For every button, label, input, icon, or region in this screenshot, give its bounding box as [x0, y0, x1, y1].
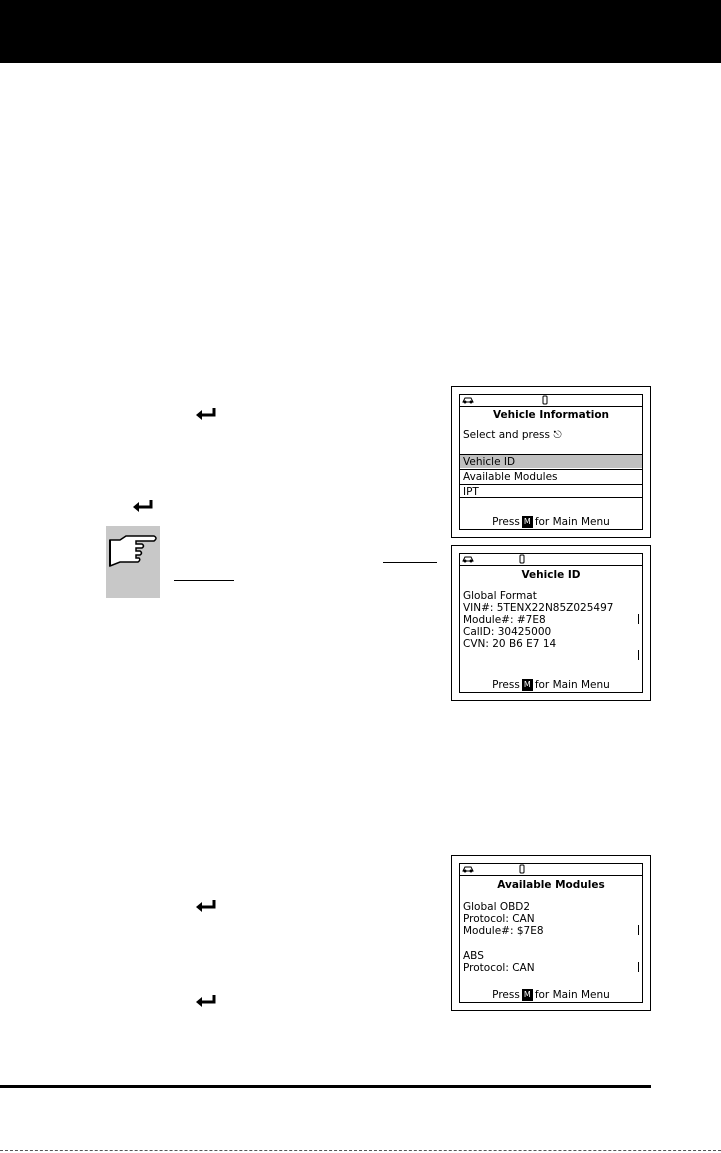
vehicle-icon: [462, 866, 474, 873]
lcd-screen-vehicle-id: Vehicle ID Global Format VIN#: 5TENX22N8…: [451, 545, 651, 701]
pointing-hand-icon: [109, 535, 157, 568]
m-key-icon: M: [521, 516, 533, 528]
status-bar: [460, 554, 642, 566]
note-box: [106, 526, 160, 598]
battery-icon: [519, 864, 525, 874]
footer-rule: [0, 1085, 651, 1088]
lcd-screen-vehicle-information: Vehicle Information Select and press ⎋ V…: [451, 386, 651, 538]
scroll-tick: [638, 925, 639, 935]
screen-line: Module#: $7E8: [463, 925, 544, 937]
enter-key-icon: [133, 500, 153, 512]
vehicle-icon: [462, 397, 474, 404]
enter-key-icon: [196, 900, 216, 912]
enter-key-icon: [196, 995, 216, 1007]
module-line: Module#: #7E8: [463, 614, 546, 626]
header-bar: [0, 0, 721, 63]
scroll-tick: [638, 650, 639, 660]
battery-icon: [519, 554, 525, 564]
screen-title: Available Modules: [497, 879, 605, 891]
enter-key-icon: [196, 408, 216, 420]
enter-icon: ⎋: [553, 429, 562, 441]
cvn-line: CVN: 20 B6 E7 14: [463, 638, 557, 650]
scroll-tick: [638, 614, 639, 624]
calid-line: CalID: 30425000: [463, 626, 552, 638]
m-key-icon: M: [521, 679, 533, 691]
menu-item-ipt[interactable]: IPT: [460, 484, 642, 498]
menu-item-available-modules[interactable]: Available Modules: [460, 469, 642, 483]
lcd-screen-available-modules: Available Modules Global OBD2 Protocol: …: [451, 855, 651, 1011]
vehicle-icon: [462, 556, 474, 563]
page-edge: [0, 1150, 721, 1152]
menu-item-vehicle-id[interactable]: Vehicle ID: [460, 454, 642, 468]
scroll-tick: [638, 962, 639, 972]
screen-line: Protocol: CAN: [463, 913, 535, 925]
screen-line: Protocol: CAN: [463, 962, 535, 974]
screen-title: Vehicle ID: [521, 569, 581, 581]
underline: [174, 580, 234, 581]
status-bar: [460, 395, 642, 407]
screen-title: Vehicle Information: [492, 409, 610, 421]
screen-line: Global OBD2: [463, 901, 531, 913]
screen-instruction: Select and press ⎋: [463, 429, 562, 441]
m-key-icon: M: [521, 989, 533, 1001]
status-bar: [460, 864, 642, 876]
screen-line: Global Format: [463, 590, 537, 602]
battery-icon: [542, 395, 548, 405]
underline: [383, 562, 437, 563]
screen-line: ABS: [463, 950, 484, 962]
vin-line: VIN#: 5TENX22N85Z025497: [463, 602, 614, 614]
